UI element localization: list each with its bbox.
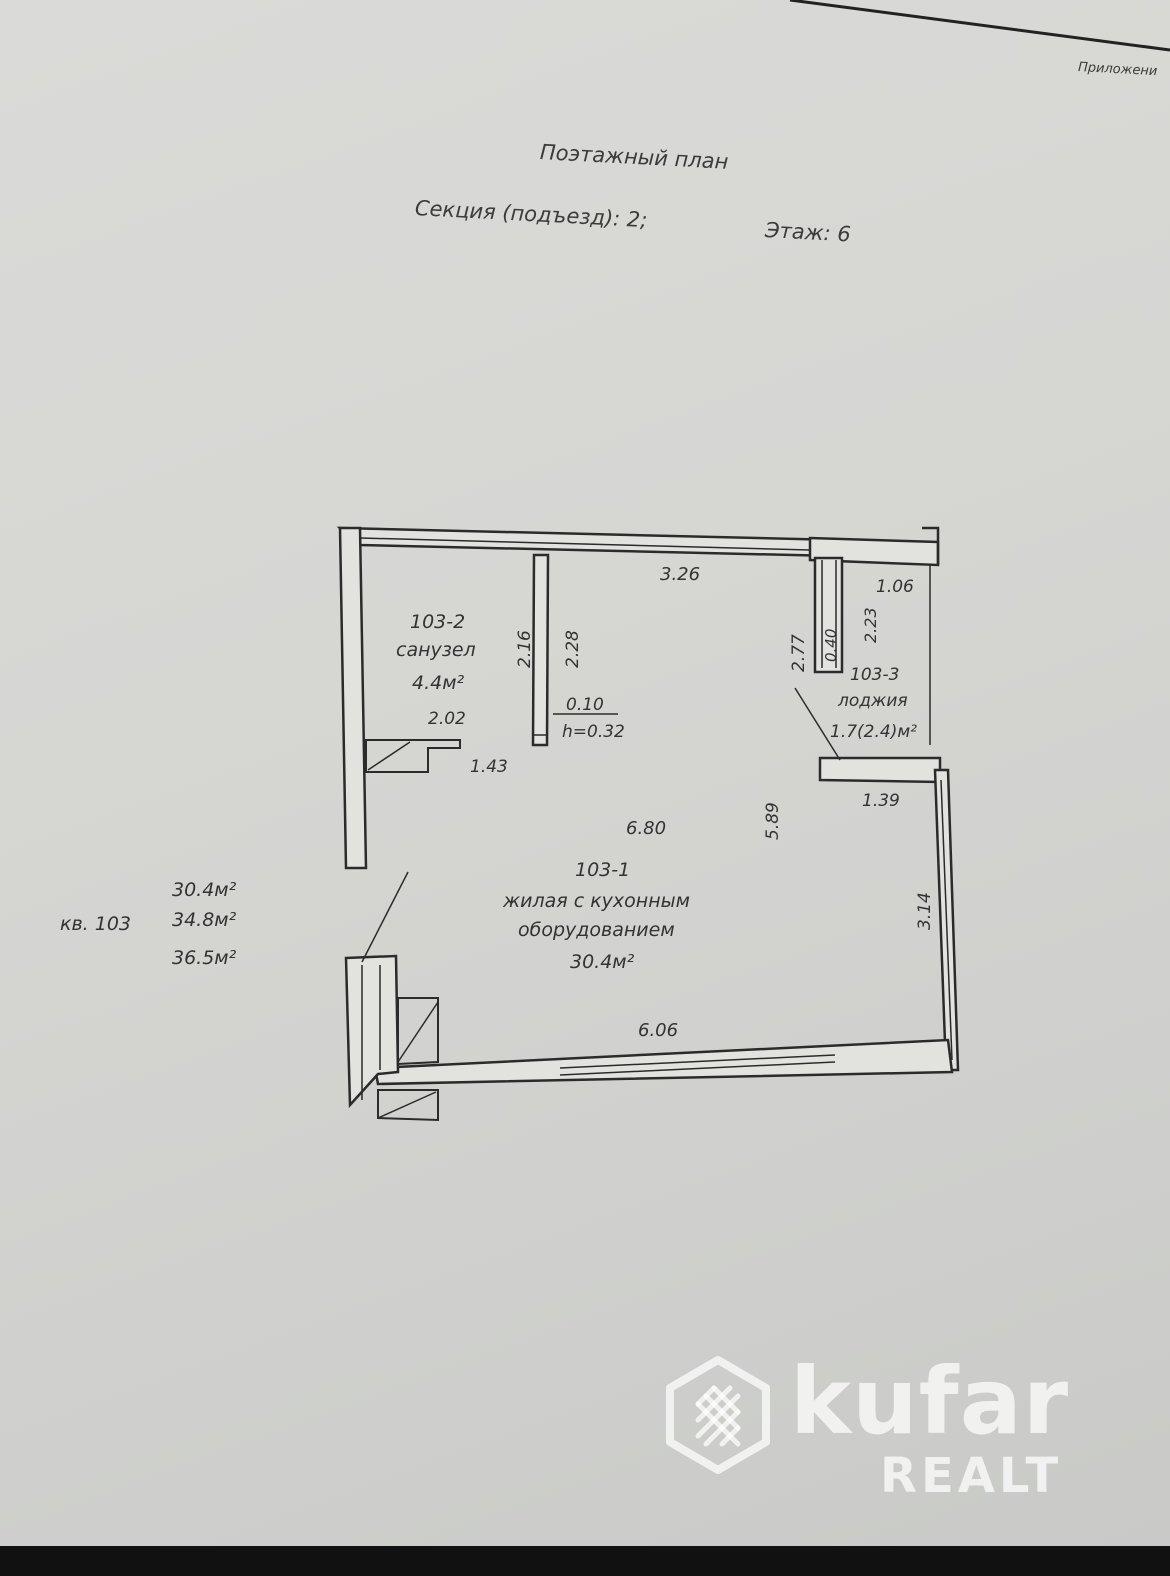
leader-loggia [794,687,841,761]
dim-partition-right: 2.28 [563,630,583,668]
bottom-bar [0,1546,1170,1576]
dim-right-wall: 3.14 [915,892,935,930]
dim-diag: 2.77 [789,634,809,672]
bath-id: 103-2 [410,611,465,633]
loggia-area: 1.7(2.4)м² [830,722,917,742]
watermark-sub: REALT [880,1448,1063,1504]
window-bottom [559,1054,836,1069]
dim-loggia-width: 1.06 [876,577,914,597]
living-id: 103-1 [575,859,630,881]
dim-partition-left: 2.16 [515,630,535,668]
stairs-box [397,997,439,1066]
dim-room-length: 6.80 [626,818,666,839]
dim-room-height: 5.89 [763,802,783,840]
leader-left [361,871,409,963]
watermark-brand: kufar [790,1348,1070,1455]
living-name-1: жилая с кухонным [502,890,690,912]
bath-step [365,739,461,773]
apt-area-loggia: 36.5м² [172,947,237,969]
living-name-2: оборудованием [518,919,675,941]
dim-corridor: 1.43 [470,757,508,777]
wall-bath-partition [531,553,550,747]
apt-area-total: 34.8м² [172,909,237,931]
page-edge-line [789,0,1170,52]
dim-partition-height: h=0.32 [562,722,625,742]
dim-loggia-wall: 0.40 [822,629,840,662]
window-top [359,537,811,551]
wall-bottom [373,1038,954,1086]
dim-loggia-bottom: 1.39 [862,791,900,811]
dim-bath-width: 2.02 [428,709,466,729]
wall-left-upper [338,526,368,870]
apt-label: кв. 103 [60,913,131,935]
bath-area: 4.4м² [412,672,465,694]
loggia-outline-top [922,526,940,565]
dim-partition-thickness: 0.10 [566,695,604,715]
dim-bottom-width: 6.06 [638,1020,678,1041]
bath-name: санузел [396,639,476,661]
apt-area-living: 30.4м² [172,879,237,901]
living-area: 30.4м² [570,951,635,973]
kufar-logo-icon [666,1356,770,1474]
dim-top-width: 3.26 [660,564,700,585]
loggia-name: лоджия [837,691,908,711]
loggia-id: 103-3 [850,665,899,685]
wall-loggia-bottom [818,756,942,784]
wall-bottom-left [344,954,400,1109]
dim-loggia-depth: 2.23 [861,607,880,643]
